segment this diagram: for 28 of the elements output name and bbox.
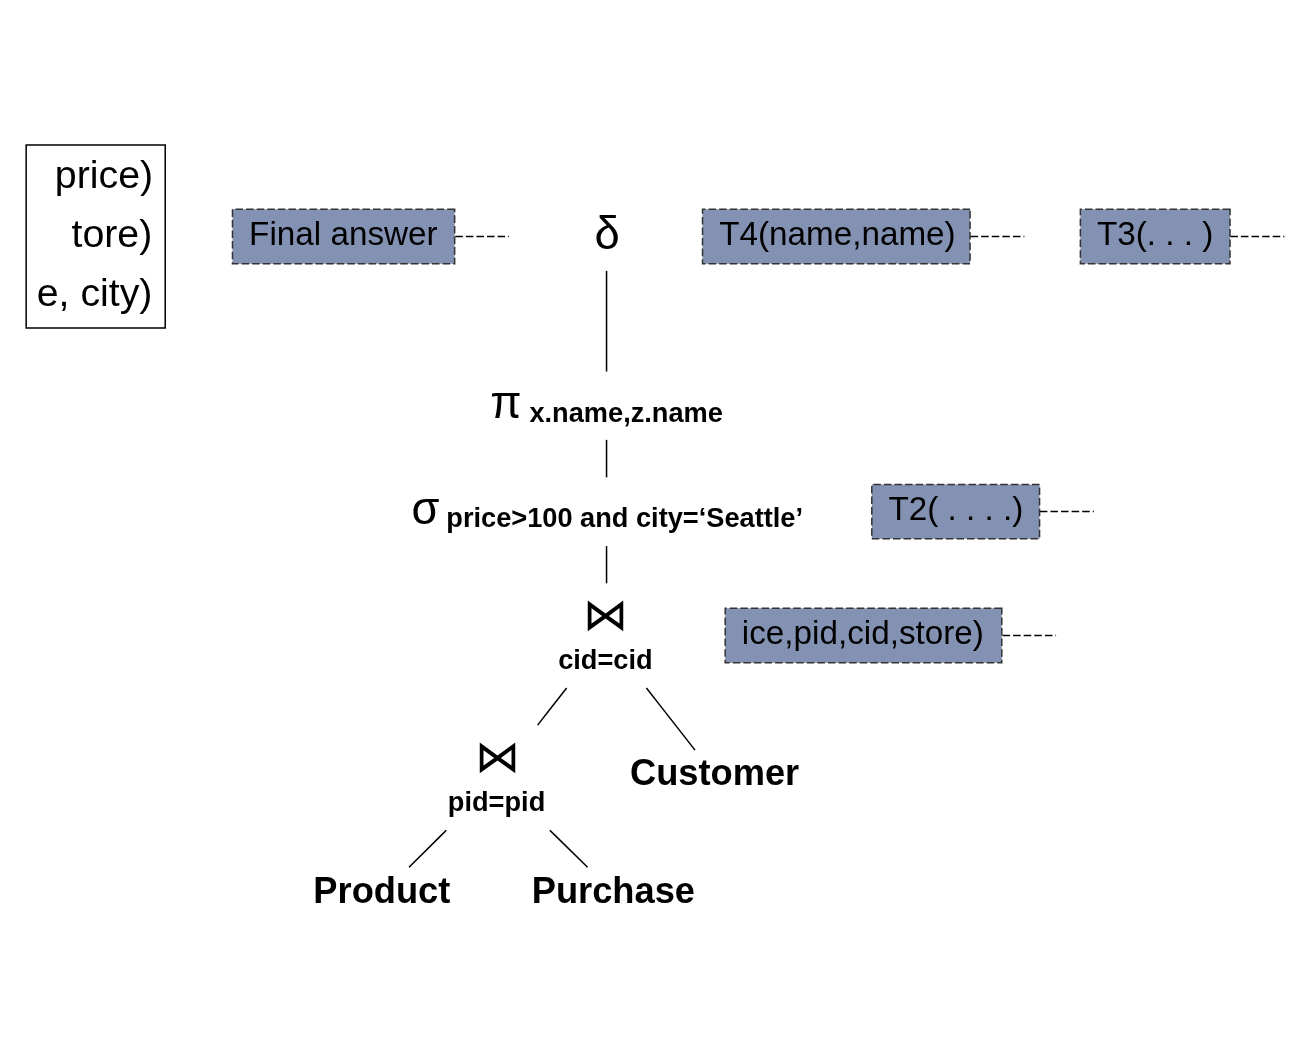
connector	[454, 235, 510, 238]
node-box: T2( . . . .)	[871, 483, 1041, 540]
node-text: Product	[313, 869, 451, 911]
connector	[605, 270, 608, 373]
connector	[605, 545, 608, 585]
connector	[408, 829, 448, 868]
connector	[645, 687, 696, 751]
node-text: σ	[411, 482, 440, 534]
connector	[536, 687, 568, 726]
node-label: x.name,z.name	[529, 396, 723, 428]
node-text: Customer	[629, 752, 800, 794]
node-box: T3(. . . )	[1079, 208, 1231, 265]
node-text: π	[490, 376, 522, 428]
connector	[1229, 235, 1286, 238]
node-box: Final answer	[231, 208, 456, 265]
connector	[549, 829, 589, 868]
connector	[1039, 510, 1095, 513]
node-text: ⋈ cid=cid	[558, 588, 653, 676]
node-box: T4(name,name)	[701, 208, 971, 265]
node-label: price>100 and city=‘Seattle’	[446, 502, 803, 534]
node-text: Purchase	[531, 869, 696, 911]
node-text: δ	[594, 207, 620, 259]
node-box: price) tore) e, city)	[25, 144, 166, 329]
node-box: ice,pid,cid,store)	[724, 607, 1003, 664]
node-text: ⋈ pid=pid	[447, 730, 546, 818]
connector	[969, 235, 1026, 238]
connector	[1001, 634, 1057, 637]
connector	[605, 439, 608, 479]
